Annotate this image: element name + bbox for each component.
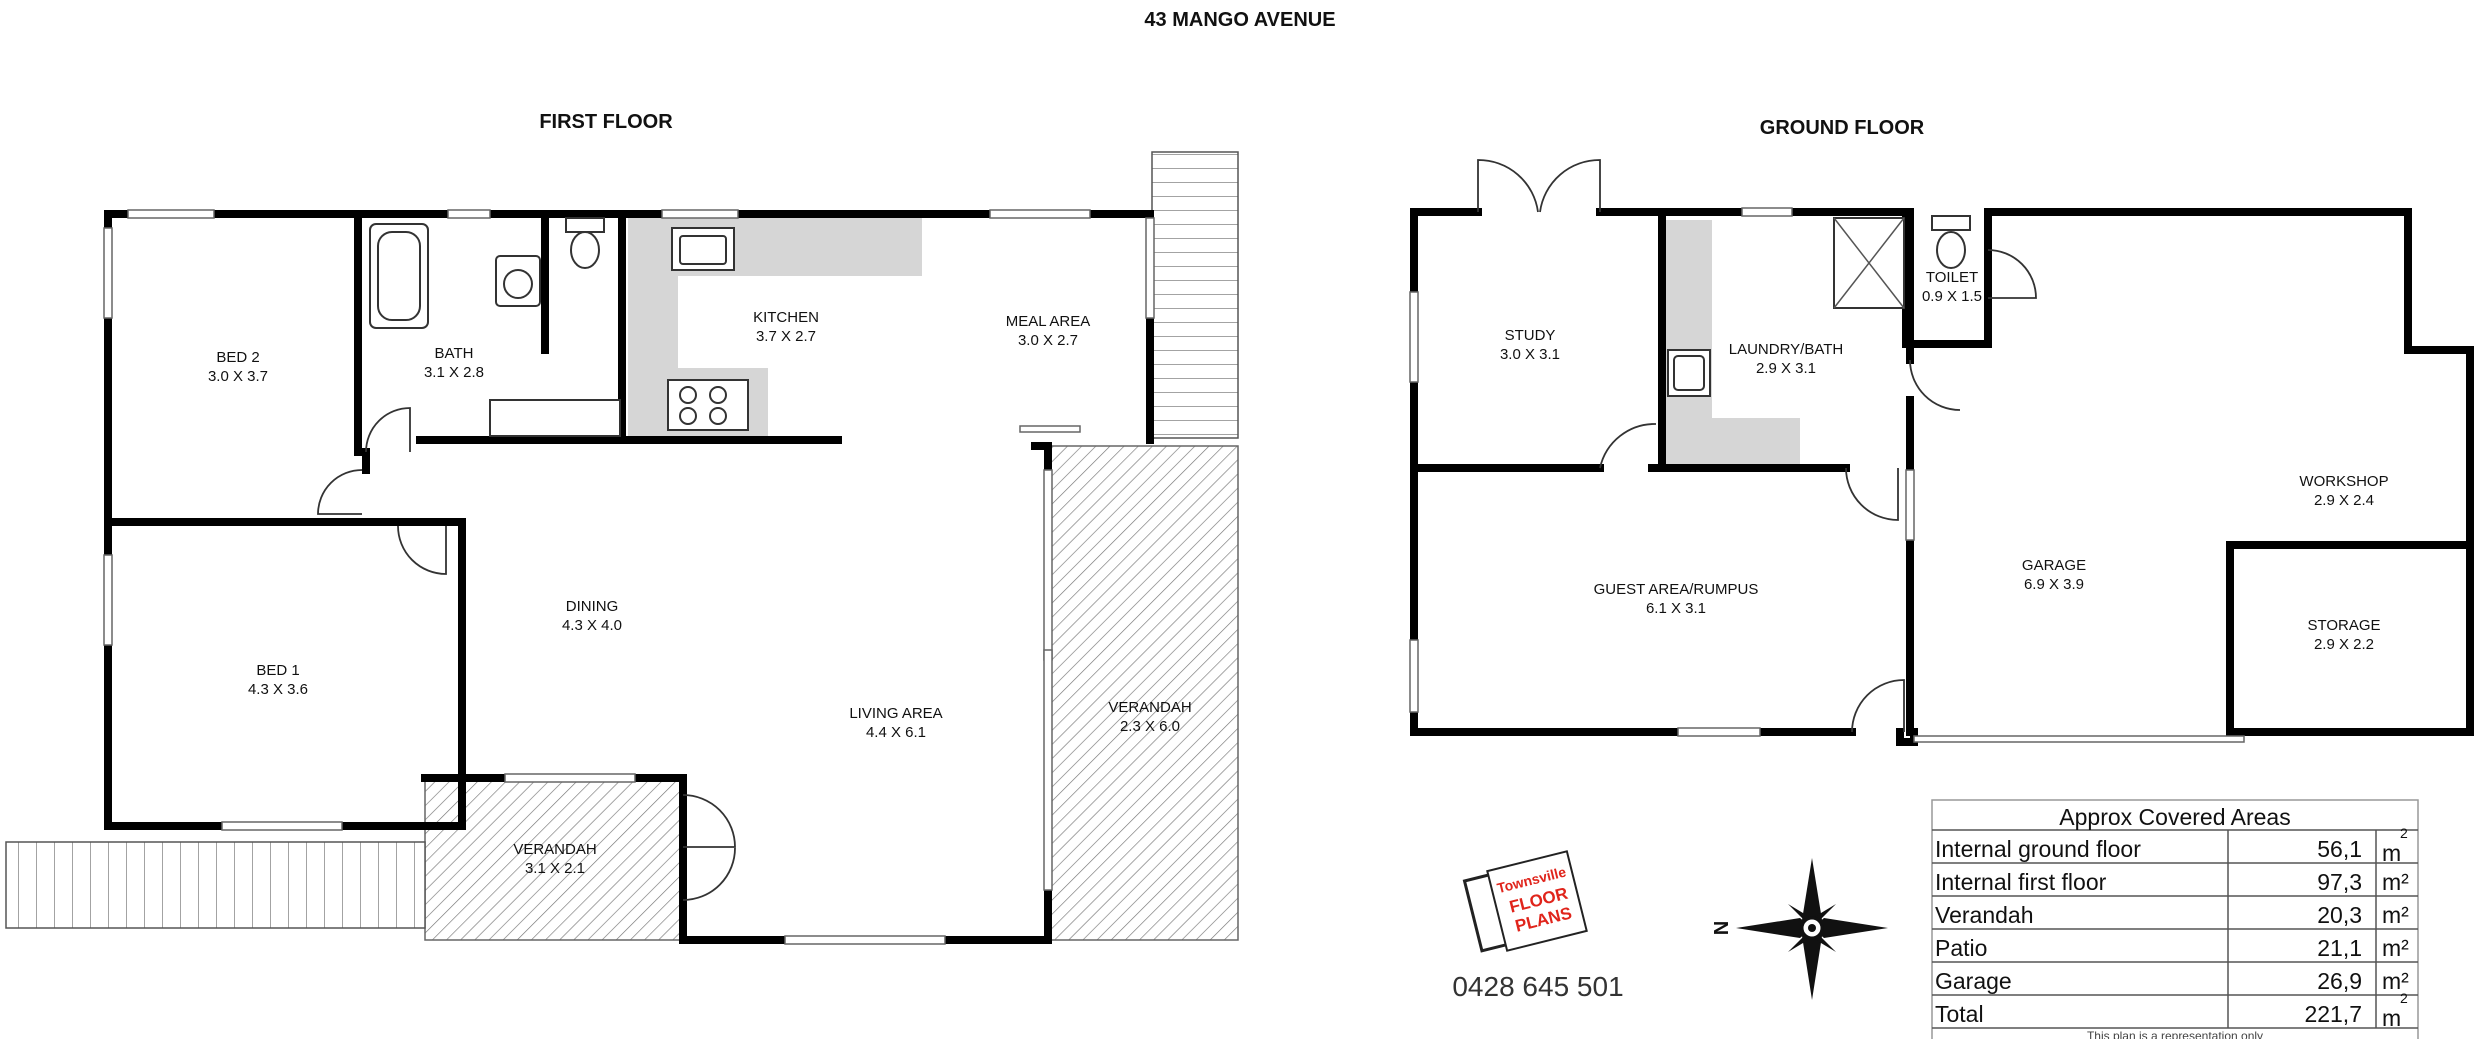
room-size-laundry-bath: 2.9 X 3.1 [1756,360,1816,377]
room-name-bed1: BED 1 [256,662,299,679]
room-size-kitchen: 3.7 X 2.7 [756,328,816,345]
room-name-living-area: LIVING AREA [849,705,942,722]
area-value-4: 26,9 [2317,968,2362,994]
ground-floor-heading: GROUND FLOOR [1760,117,1925,139]
area-label-0: Internal ground floor [1935,836,2141,862]
room-name-storage: STORAGE [2307,617,2380,634]
stairs-west [5,841,426,929]
area-unit-sup-0: 2 [2400,825,2408,841]
room-size-toilet: 0.9 X 1.5 [1922,288,1982,305]
plan-title: 43 MANGO AVENUE [1144,9,1335,31]
room-name-verandah-east: VERANDAH [1108,699,1191,716]
area-unit-3: m² [2382,935,2409,961]
room-size-storage: 2.9 X 2.2 [2314,636,2374,653]
room-name-verandah-south: VERANDAH [513,841,596,858]
room-name-garage: GARAGE [2022,557,2086,574]
area-unit-1: m² [2382,869,2409,895]
stairs-north [1151,151,1239,439]
room-size-guest-area: 6.1 X 3.1 [1646,600,1706,617]
verandah-east-hatch [1047,445,1239,941]
room-size-living-area: 4.4 X 6.1 [866,724,926,741]
area-label-1: Internal first floor [1935,869,2107,895]
room-name-workshop: WORKSHOP [2299,473,2388,490]
first-floor-plan: BED 2 3.0 X 3.7 BATH 3.1 X 2.8 KITCHEN 3… [5,151,1239,945]
room-name-bath: BATH [435,345,474,362]
areas-table: Approx Covered Areas Internal ground flo… [1931,799,2419,1039]
room-size-dining: 4.3 X 4.0 [562,617,622,634]
verandah-south-hatch [424,777,684,941]
area-label-4: Garage [1935,968,2012,994]
company-logo: Townsville FLOOR PLANS [1462,850,1588,953]
room-size-garage: 6.9 X 3.9 [2024,576,2084,593]
compass-north-label: N [1709,921,1731,935]
area-label-2: Verandah [1935,902,2033,928]
room-size-bed2: 3.0 X 3.7 [208,368,268,385]
room-size-workshop: 2.9 X 2.4 [2314,492,2374,509]
first-floor-heading: FIRST FLOOR [539,111,673,133]
ground-floor-plan: STUDY 3.0 X 3.1 LAUNDRY/BATH 2.9 X 3.1 T… [1409,159,2474,746]
room-name-toilet: TOILET [1926,269,1978,286]
room-size-bath: 3.1 X 2.8 [424,364,484,381]
phone-number: 0428 645 501 [1452,971,1623,1002]
area-label-5: Total [1935,1001,1984,1027]
area-value-0: 56,1 [2317,836,2362,862]
area-unit-0: m [2382,840,2401,866]
area-unit-5: m [2382,1005,2401,1031]
room-name-guest-area: GUEST AREA/RUMPUS [1594,581,1759,598]
room-size-verandah-south: 3.1 X 2.1 [525,860,585,877]
area-value-5: 221,7 [2304,1001,2362,1027]
area-unit-sup-5: 2 [2400,990,2408,1006]
areas-disclaimer: This plan is a representation only [2087,1029,2263,1039]
area-value-2: 20,3 [2317,902,2362,928]
room-name-study: STUDY [1505,327,1556,344]
area-unit-4: m² [2382,968,2409,994]
area-value-1: 97,3 [2317,869,2362,895]
room-name-laundry-bath: LAUNDRY/BATH [1729,341,1843,358]
areas-heading: Approx Covered Areas [2059,804,2290,830]
room-name-bed2: BED 2 [216,349,259,366]
laundry-bench [1666,220,1800,466]
room-name-kitchen: KITCHEN [753,309,819,326]
room-name-meal-area: MEAL AREA [1006,313,1090,330]
area-unit-2: m² [2382,902,2409,928]
room-size-study: 3.0 X 3.1 [1500,346,1560,363]
room-name-dining: DINING [566,598,619,615]
compass-rose-icon [1736,858,1888,1000]
room-size-meal-area: 3.0 X 2.7 [1018,332,1078,349]
area-value-3: 21,1 [2317,935,2362,961]
area-label-3: Patio [1935,935,1987,961]
room-size-verandah-east: 2.3 X 6.0 [1120,718,1180,735]
room-size-bed1: 4.3 X 3.6 [248,681,308,698]
